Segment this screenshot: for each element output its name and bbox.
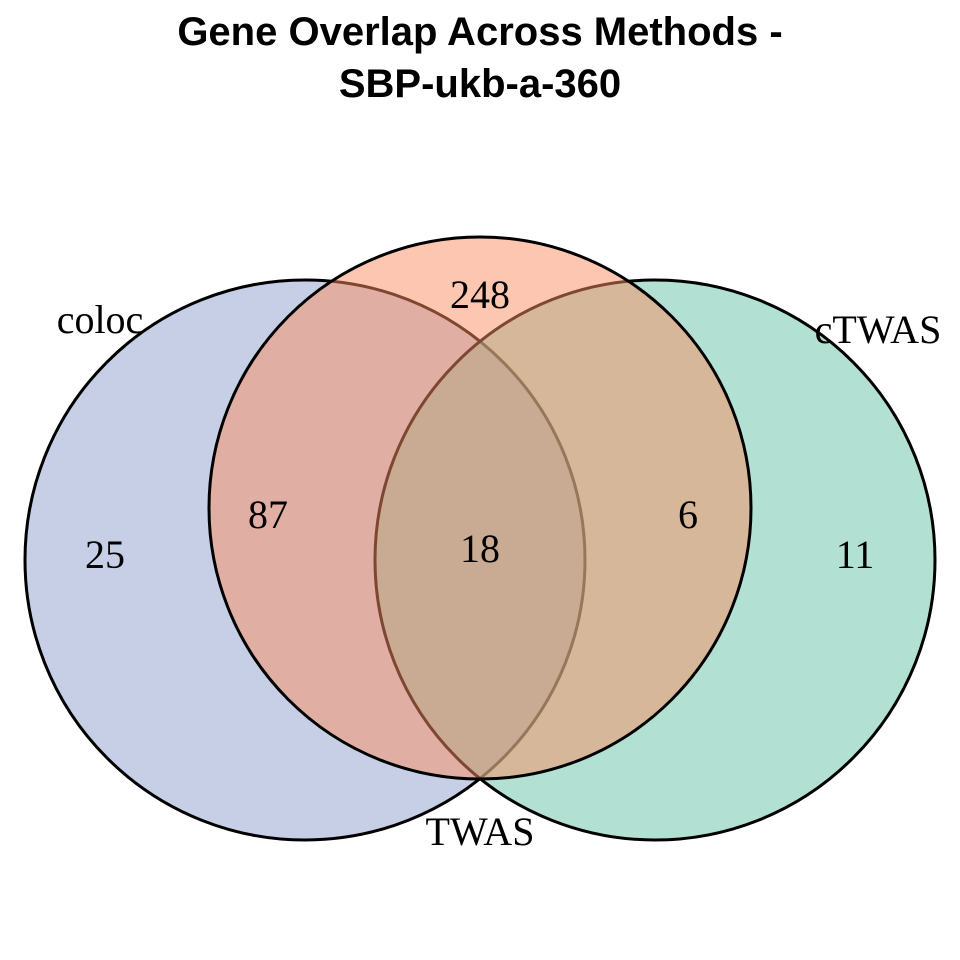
set-label-ctwas: cTWAS [815, 307, 942, 352]
chart-title-line1: Gene Overlap Across Methods - [177, 10, 783, 54]
twas-circle [207, 235, 753, 781]
chart-title-line2: SBP-ukb-a-360 [338, 62, 622, 106]
set-label-twas: TWAS [426, 809, 535, 854]
region-count-all-three: 18 [460, 526, 500, 571]
chart-title: Gene Overlap Across Methods - SBP-ukb-a-… [0, 6, 960, 110]
set-label-coloc: coloc [57, 297, 144, 342]
region-count-ctwas-only: 11 [836, 532, 875, 577]
region-count-twas-only: 248 [450, 272, 510, 317]
region-count-coloc-only: 25 [85, 532, 125, 577]
region-count-twas-ctwas: 6 [678, 492, 698, 537]
region-count-coloc-twas: 87 [248, 492, 288, 537]
